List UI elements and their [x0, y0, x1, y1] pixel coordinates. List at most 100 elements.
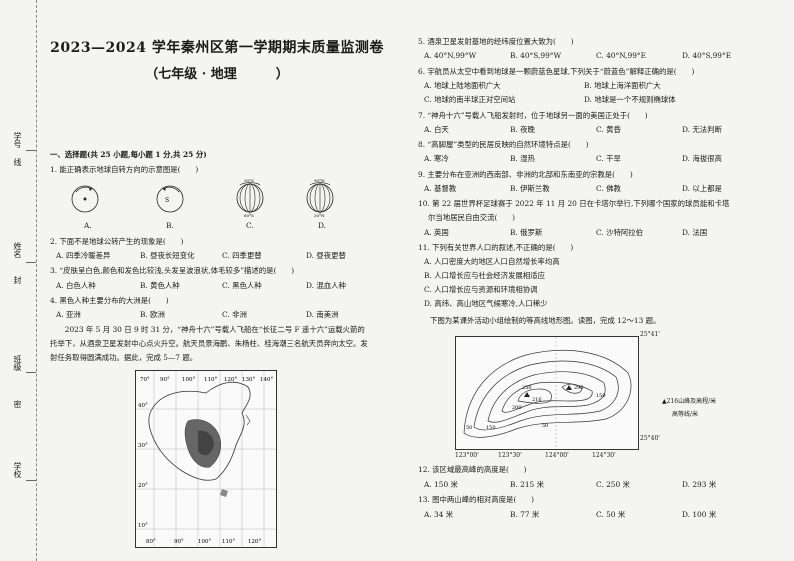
- margin-fill-line: [26, 150, 36, 151]
- question-3: 3. “皮肤呈白色,颜色和发色比较浅,头发呈波浪状,体毛较多”描述的是( ): [50, 266, 295, 275]
- q6-option-d[interactable]: D. 地球是一个不规则椭球体: [584, 95, 676, 104]
- q11-option-c[interactable]: C. 人口增长应与资源和环境相协调: [424, 285, 538, 294]
- passage-2: 下图为某课外活动小组绘制的等高线地形图。读图，完成 12～13 题。: [430, 316, 661, 325]
- map1-lon-bottom: 90°: [174, 539, 184, 545]
- q12-option-d[interactable]: D. 293 米: [682, 480, 717, 489]
- q2-option-c[interactable]: C. 四季更替: [222, 251, 262, 260]
- q10-option-c[interactable]: C. 沙特阿拉伯: [596, 228, 644, 237]
- question-2: 2. 下面不是地球公转产生的现象是( ): [50, 237, 184, 246]
- q13-option-a[interactable]: A. 34 米: [424, 510, 454, 519]
- globe-d-bottom-label: 30°N: [314, 213, 325, 218]
- q2-option-d[interactable]: D. 昼夜更替: [306, 251, 346, 260]
- contour-label: 50: [542, 423, 548, 429]
- q13-option-c[interactable]: C. 50 米: [596, 510, 626, 519]
- q9-option-b[interactable]: B. 伊斯兰教: [510, 184, 550, 193]
- q10-option-a[interactable]: A. 英国: [424, 228, 449, 237]
- q7-option-b[interactable]: B. 夜晚: [510, 125, 535, 134]
- china-map-figure: 70° 90° 100° 110° 120° 130° 140° 40° 30°…: [135, 370, 277, 548]
- map1-lon-bottom: 80°: [146, 539, 156, 545]
- q12-option-b[interactable]: B. 215 米: [510, 480, 544, 489]
- map2-lon-label: 124°30': [592, 452, 616, 459]
- section-heading: 一、选择题(共 25 小题,每小题 1 分,共 25 分): [50, 150, 207, 159]
- q9-option-a[interactable]: A. 基督教: [424, 184, 457, 193]
- contour-map-figure: 250 216 293 200 150 50 150 50: [455, 336, 639, 450]
- q10-option-d[interactable]: D. 法国: [682, 228, 708, 237]
- map2-lon-label: 123°00': [455, 452, 479, 459]
- q9-option-c[interactable]: C. 佛教: [596, 184, 621, 193]
- q4-option-d[interactable]: D. 南美洲: [306, 310, 339, 319]
- q4-option-c[interactable]: C. 非洲: [222, 310, 247, 319]
- map1-lon-label: 120°: [224, 377, 237, 383]
- map1-lon-bottom: 100°: [198, 539, 211, 545]
- q11-option-b[interactable]: B. 人口增长应与社会经济发展相适应: [424, 271, 545, 280]
- map2-lon-label: 123°30': [498, 452, 522, 459]
- passage-line: 射任务取得圆满成功。据此，完成 5—7 题。: [50, 353, 198, 362]
- q8-option-b[interactable]: B. 湿热: [510, 154, 535, 163]
- q3-option-b[interactable]: B. 黄色人种: [140, 281, 180, 290]
- q4-option-a[interactable]: A. 亚洲: [56, 310, 81, 319]
- q12-option-c[interactable]: C. 250 米: [596, 480, 630, 489]
- q11-option-a[interactable]: A. 人口密度大的地区人口自然增长率均高: [424, 257, 560, 266]
- q13-option-d[interactable]: D. 100 米: [682, 510, 717, 519]
- q2-option-b[interactable]: B. 昼夜长短变化: [140, 251, 195, 260]
- q8-option-c[interactable]: C. 干旱: [596, 154, 621, 163]
- q7-option-a[interactable]: A. 白天: [424, 125, 449, 134]
- q11-option-d[interactable]: D. 高纬、高山地区气候寒冷,人口稀少: [424, 299, 548, 308]
- map1-lat-label: 30°: [138, 443, 148, 449]
- question-10: 10. 第 22 届世界杯足球赛于 2022 年 11 月 20 日在卡塔尔举行…: [418, 199, 730, 208]
- globe-diagram-d: 90°N 30°N: [306, 178, 334, 218]
- map1-lon-label: 90°: [160, 377, 170, 383]
- q1-option-d[interactable]: D.: [318, 221, 327, 230]
- q2-option-a[interactable]: A. 四季冷暖差异: [56, 251, 111, 260]
- q10-option-b[interactable]: B. 俄罗斯: [510, 228, 543, 237]
- q6-option-a[interactable]: A. 地球上陆地面积广大: [424, 81, 501, 90]
- q8-option-a[interactable]: A. 寒冷: [424, 154, 449, 163]
- question-9: 9. 主要分布在亚洲的西南部、非洲的北部和东南亚的宗教是( ): [418, 170, 633, 179]
- q3-option-a[interactable]: A. 白色人种: [56, 281, 96, 290]
- map1-lon-label: 100°: [182, 377, 195, 383]
- binding-margin: 学号 线 姓名 封 班级 密 学校: [0, 0, 37, 561]
- q4-option-b[interactable]: B. 欧洲: [140, 310, 165, 319]
- q7-option-d[interactable]: D. 无法判断: [682, 125, 722, 134]
- map1-lon-label: 70°: [140, 377, 150, 383]
- passage-line: 2023 年 5 月 30 日 9 时 31 分，“神舟十六”号载人飞船在“长征…: [50, 325, 365, 334]
- margin-label-student-id: 学号: [13, 132, 22, 148]
- map1-lat-label: 20°: [138, 483, 148, 489]
- q7-option-c[interactable]: C. 黄昏: [596, 125, 621, 134]
- q1-option-a[interactable]: A.: [84, 221, 92, 230]
- contour-label: 150: [596, 393, 606, 399]
- q9-option-d[interactable]: D. 以上都是: [682, 184, 722, 193]
- q6-option-c[interactable]: C. 地球的南半球正对空间站: [424, 95, 516, 104]
- globe-diagram-c: 30°S 60°S: [236, 178, 264, 218]
- q5-option-a[interactable]: A. 40°N,99°W: [424, 51, 477, 60]
- question-11: 11. 下列有关世界人口的叙述,不正确的是( ): [418, 243, 574, 252]
- contour-label: 200: [512, 405, 522, 411]
- q5-option-c[interactable]: C. 40°N,99°E: [596, 51, 647, 60]
- margin-label-school: 学校: [13, 462, 22, 478]
- margin-fill-line: [26, 480, 36, 481]
- q5-option-d[interactable]: D. 40°S,99°E: [682, 51, 732, 60]
- globe-c-bottom-label: 60°S: [244, 213, 254, 218]
- china-map: 70° 90° 100° 110° 120° 130° 140° 40° 30°…: [136, 371, 276, 547]
- contour-label: 250: [522, 385, 532, 391]
- map2-lon-label: 124°00': [545, 452, 569, 459]
- map1-lat-label: 40°: [138, 403, 148, 409]
- q1-option-b[interactable]: B.: [166, 221, 174, 230]
- q12-option-a[interactable]: A. 150 米: [424, 480, 458, 489]
- question-6: 6. 宇航员从太空中看到地球是一颗蔚蓝色星球,下列关于“蔚蓝色”解释正确的是( …: [418, 67, 695, 76]
- q3-option-c[interactable]: C. 黑色人种: [222, 281, 262, 290]
- map1-lon-label: 110°: [204, 377, 217, 383]
- q1-option-c[interactable]: C.: [246, 221, 254, 230]
- map1-lon-bottom: 120°: [248, 539, 261, 545]
- q6-option-b[interactable]: B. 地球上海洋面积广大: [584, 81, 661, 90]
- q13-option-b[interactable]: B. 77 米: [510, 510, 540, 519]
- q5-option-b[interactable]: B. 40°S,99°W: [510, 51, 562, 60]
- q8-option-d[interactable]: D. 海拔很高: [682, 154, 722, 163]
- passage-line: 托举下，从酒泉卫星发射中心点火升空。航天员景海鹏、朱杨柱、桂海潮三名航天员奔向太…: [50, 339, 368, 348]
- margin-label-seal: 封: [13, 276, 22, 284]
- margin-fill-line: [26, 372, 36, 373]
- map1-lat-label: 10°: [138, 523, 148, 529]
- q3-option-d[interactable]: D. 混血人种: [306, 281, 346, 290]
- question-8: 8. “高脚屋”类型的民居反映的自然环境特点是( ): [418, 140, 589, 149]
- globe-d-top-label: 90°N: [314, 178, 325, 183]
